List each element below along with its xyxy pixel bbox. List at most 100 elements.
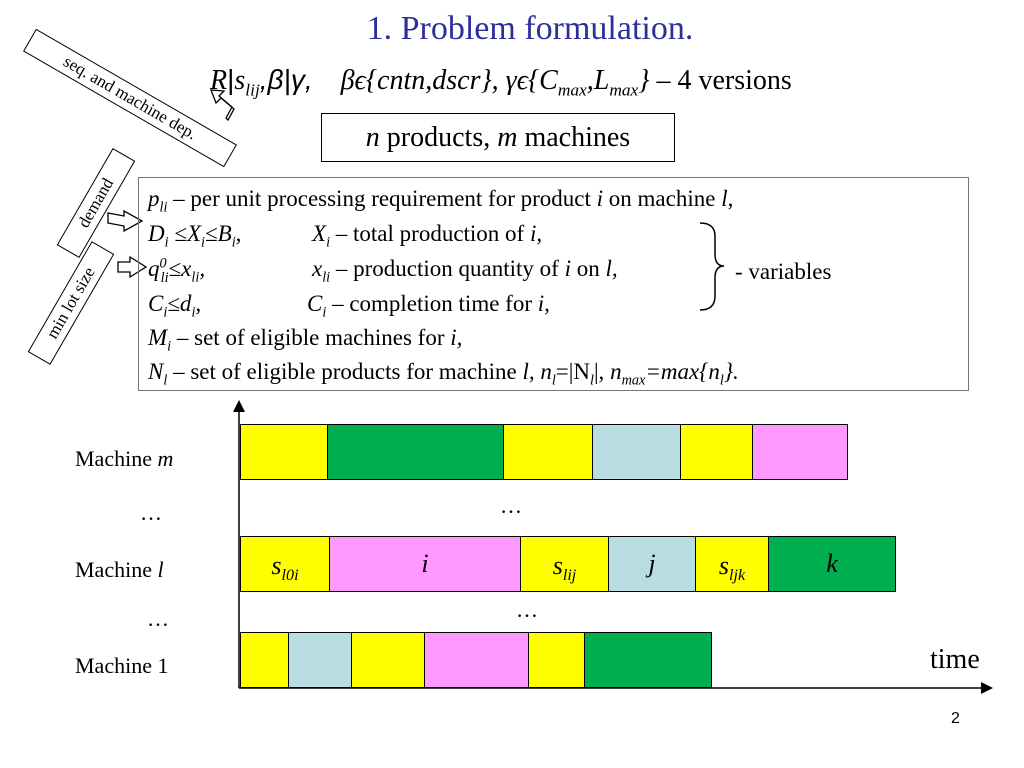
ellipsis-mid-upper: … [500,493,522,518]
def-p-i: i [596,186,604,211]
machine-l-setup-ljk: sljk [695,536,769,592]
machine-1-block-5 [528,632,585,688]
y-axis-arrow-icon [233,400,245,412]
def-X-sub: i [201,234,205,251]
time-axis-label: time [930,644,980,675]
def-M-text: – set of eligible machines for [171,325,451,350]
def-x-text-b: on [570,256,606,281]
m-var: m [497,122,518,153]
machine-l-job-j: j [608,536,696,592]
def-N: N [148,359,164,384]
x-axis-arrow-icon [981,682,993,694]
variables-label: - variables [735,259,832,284]
def-q: q [148,256,160,281]
def-line-p: p l i – per unit processing requirement fo… [148,186,734,215]
setup-l0i-s: s [271,551,282,580]
def-D-sub: i [164,234,169,251]
page-number: 2 [951,710,960,727]
job-k-label: k [826,549,838,578]
def-C2-sub: i [322,304,327,321]
machine-m-block-2 [327,424,504,480]
machine-1-block-1 [240,632,289,688]
definitions-box: pli – per unit processing requirement fo… [138,177,969,391]
def-N-l: l, n [522,359,552,384]
setup-ljk-label: sljk [696,551,768,584]
machine-1-label: Machine 1 [75,653,169,678]
def-N-bar: |, [593,359,611,384]
def-M-i: i, [450,325,463,350]
setup-ljk-s: s [718,551,729,580]
def-line-d: Di ≤Xi≤Bi, [148,221,242,250]
def-X: X [312,221,327,246]
products-text: products, [379,122,498,153]
machine-m-block-4 [592,424,681,480]
def-x-i: i [564,256,571,281]
formula-s-sub: lij [245,80,260,100]
def-p-l: l [721,186,728,211]
setup-lij-sub: lij [562,567,577,585]
def-x: x [312,256,323,281]
formula-s: s [234,65,246,96]
def-x-sub: li [191,269,200,286]
def-line-c: Ci≤di, [148,291,202,320]
setup-lij-label: slij [521,551,608,585]
def-line-x-qty: xli – production quantity of i on l, [312,256,618,285]
machine-m-block-6 [752,424,848,480]
products-machines-box: n products, m machines [321,113,675,162]
def-X2-sub: i [326,234,331,251]
def-p: p [148,186,160,211]
def-M-sub: i [167,338,172,355]
def-line-x-total: Xi – total production of i, [312,221,543,250]
def-C-text: – completion time for [326,291,538,316]
def-max-eq: =max{n [645,359,720,384]
def-le-x: ≤x [168,256,192,281]
def-N-text: – set of eligible products for machine [167,359,523,384]
def-nmax-sub: max [621,372,646,389]
problem-formula: R|slij,β|γ, βϵ{cntn,dscr}, γϵ{Cmax,Lmax}… [210,64,792,100]
def-line-m: Mi – set of eligible machines for i, [148,325,463,354]
formula-versions: – 4 versions [649,65,792,96]
machine-m-var: m [157,446,174,471]
ellipsis-mid-lower: … [516,597,538,622]
machine-m-label: Machine m [75,446,173,472]
def-p-end: , [727,186,734,211]
machine-l-job-i: i [329,536,521,592]
def-N-sub: l [163,372,168,389]
def-le-B: ≤B [205,221,232,246]
formula-gamma-set: γϵ{C [505,65,558,96]
def-c-comma: , [195,291,202,316]
def-p-text-a: – per unit processing requirement for pr… [167,186,597,211]
def-q-comma: , [199,256,206,281]
machine-l-text: Machine [75,557,158,582]
def-d-comma: , [235,221,242,246]
def-C-i: i, [537,291,550,316]
def-x-text-a: – production quantity of [330,256,565,281]
def-X-i: i, [529,221,543,246]
machine-l-var: l [157,557,164,582]
def-D: D [148,221,165,246]
ellipsis-left-lower: … [147,606,169,631]
def-line-q: q0li≤xli, [148,256,206,285]
def-M: M [148,325,168,350]
def-le-d: ≤d [167,291,192,316]
formula-max-sub-2: max [609,80,639,100]
def-C2: C [307,291,323,316]
def-n-sub: l [551,372,556,389]
formula-bar: | [227,64,235,95]
def-X-text: – total production of [330,221,530,246]
formula-R: R [210,65,228,96]
job-j-label: j [648,549,656,578]
machines-text: machines [517,122,631,153]
def-d-sub: i [191,304,196,321]
machine-1-block-3 [351,632,425,688]
setup-lij-s: s [552,551,563,580]
def-C: C [148,291,164,316]
def-x-l: l, [605,256,618,281]
demand-arrow-icon [107,209,144,233]
def-n2-sub: l [719,372,724,389]
def-N-end: }. [723,359,739,384]
machine-m-block-3 [503,424,593,480]
variables-brace [699,222,725,311]
machine-1-block-2 [288,632,352,688]
def-nmax: n [610,359,622,384]
